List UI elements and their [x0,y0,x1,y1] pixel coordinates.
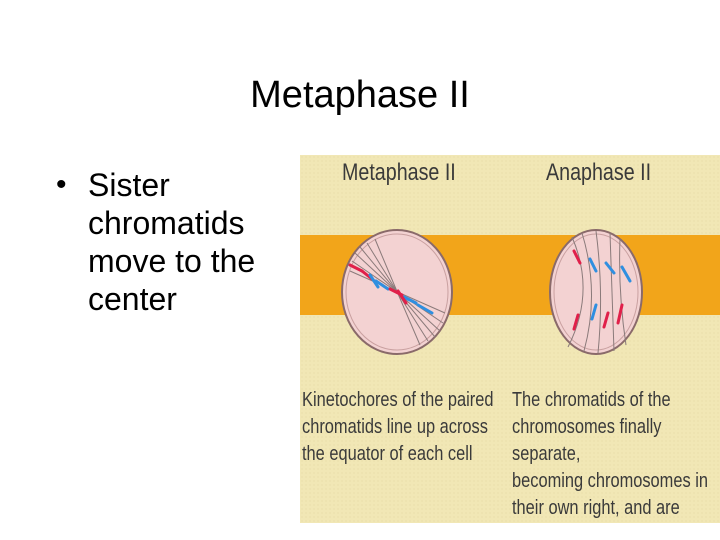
chromosomes-anaphase [572,249,632,331]
bullet-text: Sister chromatids move to the center [88,167,256,317]
metaphase-caption: Kinetochores of the paired chromatids li… [302,389,494,465]
bullet-list: • Sister chromatids move to the center [56,166,296,318]
slide-title: Metaphase II [250,74,470,116]
anaphase-cell [549,229,643,355]
anaphase-caption: The chromatids of the chromosomes finall… [512,389,708,519]
bullet-marker: • [56,168,67,201]
chromosomes-metaphase [348,263,434,315]
metaphase-heading: Metaphase II [342,159,456,186]
meiosis-illustration [300,229,720,355]
metaphase-cell [341,229,453,355]
anaphase-heading: Anaphase II [546,159,652,186]
spindle-fibers-anaphase [567,230,627,354]
bullet-item: • Sister chromatids move to the center [56,166,296,318]
meiosis-figure: Metaphase II Anaphase II Kinetochores of… [300,155,720,523]
